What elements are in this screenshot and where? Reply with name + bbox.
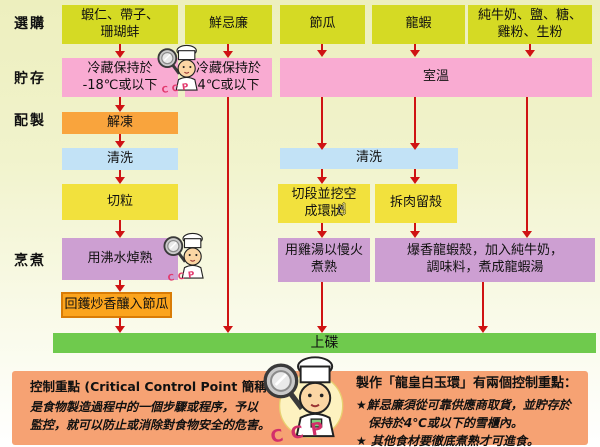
flow-arrow bbox=[115, 220, 125, 238]
storage-box-frozen: 冷藏保持於 -18℃或以下 bbox=[62, 58, 178, 97]
storage-box-room-temp: 室溫 bbox=[280, 58, 592, 97]
step-box-wash-1: 清洗 bbox=[62, 148, 178, 170]
footer-right-point-2: ★ 其他食材要徹底煮熟才可進食。 bbox=[356, 433, 539, 447]
flow-arrow bbox=[223, 97, 233, 333]
flow-arrow bbox=[223, 44, 233, 58]
step-box-lobster-soup: 爆香龍蝦殼，加入純牛奶， 調味料，煮成龍蝦湯 bbox=[375, 238, 595, 282]
flow-arrow bbox=[317, 97, 327, 150]
step-box-shell-meat: 拆肉留殼 bbox=[375, 184, 457, 223]
flow-arrow bbox=[522, 97, 532, 238]
step-box-chicken-stock-cook: 用雞湯以慢火 煮熟 bbox=[278, 238, 370, 282]
row-label-storage: 貯存 bbox=[14, 71, 46, 87]
flow-arrow bbox=[115, 170, 125, 184]
footer-right-point-1: ★鮮忌廉須從可靠供應商取貨，並貯存於 保持於4℃或以下的雪櫃內。 bbox=[356, 397, 571, 430]
row-label-purchase: 選購 bbox=[14, 16, 46, 32]
ccp-chef-icon: CCP bbox=[157, 44, 198, 96]
flow-arrow bbox=[115, 280, 125, 292]
ingredient-box-fresh-cream: 鮮忌廉 bbox=[185, 5, 272, 44]
step-box-cut-hollow: 切段並挖空 成環狀 bbox=[278, 184, 370, 223]
flow-arrow bbox=[478, 282, 488, 333]
storage-box-chilled: 冷藏保持於 4℃或以下 bbox=[185, 58, 272, 97]
ccp-label: CCP bbox=[161, 82, 193, 96]
ccp-label: CCP bbox=[167, 270, 199, 284]
ingredient-box-lobster: 龍蝦 bbox=[372, 5, 465, 44]
flow-arrow bbox=[410, 223, 420, 238]
flow-arrow bbox=[317, 169, 327, 184]
step-box-defrost: 解凍 bbox=[62, 112, 178, 134]
footer-left-body: 是食物製造過程中的一個步驟或程序，予以 監控，就可以防止或消除對食物安全的危害。 bbox=[30, 400, 271, 433]
flow-arrow bbox=[410, 44, 420, 57]
footer-right-title: 製作「龍皇白玉環」有兩個控制重點： bbox=[356, 376, 578, 391]
row-label-preparation: 配製 bbox=[14, 113, 46, 129]
row-label-cooking: 烹煮 bbox=[14, 253, 46, 269]
flow-arrow bbox=[410, 169, 420, 184]
serve-bar: 上碟 bbox=[53, 333, 596, 353]
hand-cursor-icon: ☝ bbox=[337, 200, 347, 218]
step-box-stirfry-stuff: 回鑊炒香釀入節瓜 bbox=[61, 292, 172, 318]
flow-arrow bbox=[410, 97, 420, 150]
flow-arrow bbox=[317, 282, 327, 333]
ingredient-box-hairy-gourd: 節瓜 bbox=[280, 5, 365, 44]
footer-right-note: 製作「龍皇白玉環」有兩個控制重點： ★鮮忌廉須從可靠供應商取貨，並貯存於 保持於… bbox=[356, 375, 584, 447]
step-box-boil: 用沸水焯熟 bbox=[62, 238, 178, 280]
flow-arrow bbox=[317, 223, 327, 238]
flow-arrow bbox=[525, 44, 535, 57]
flow-arrow bbox=[115, 318, 125, 333]
flow-arrow bbox=[115, 44, 125, 58]
flow-arrow bbox=[115, 97, 125, 112]
ccp-chef-icon: CCP bbox=[263, 356, 344, 447]
ingredient-box-milk-seasonings: 純牛奶、鹽、糖、 雞粉、生粉 bbox=[468, 5, 592, 44]
ingredient-box-shrimp-scallop-clam: 蝦仁、帶子、 珊瑚蚌 bbox=[62, 5, 178, 44]
flow-arrow bbox=[115, 134, 125, 148]
ccp-chef-icon: CCP bbox=[163, 232, 204, 284]
step-box-wash-2: 清洗 bbox=[280, 148, 458, 169]
step-box-dice: 切粒 bbox=[62, 184, 178, 220]
flow-arrow bbox=[317, 44, 327, 57]
ccp-label: CCP bbox=[269, 417, 333, 447]
